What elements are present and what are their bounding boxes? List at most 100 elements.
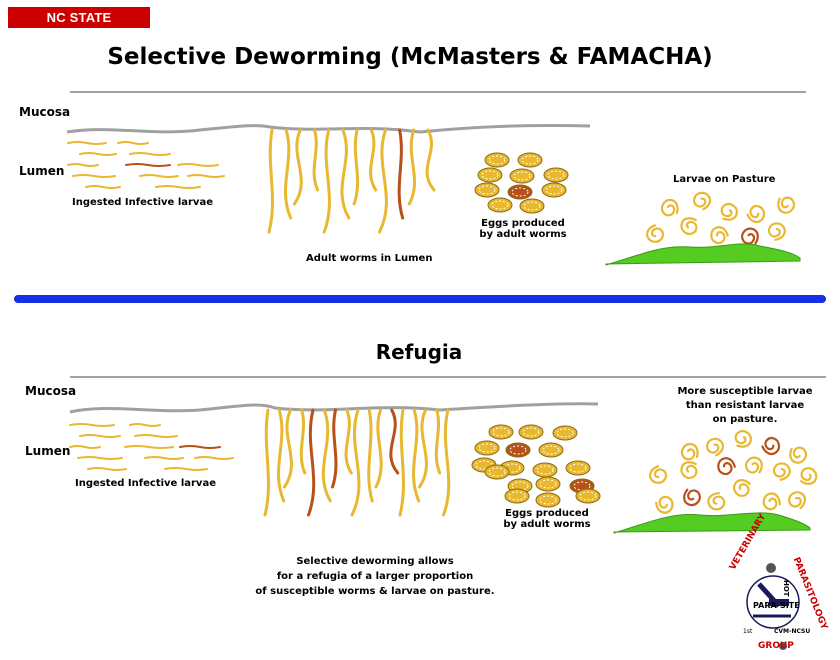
- adult-worm: [350, 408, 361, 517]
- egg: [474, 440, 500, 456]
- larva: [79, 434, 121, 438]
- larva: [179, 445, 221, 449]
- adult-worm: [352, 128, 360, 206]
- pasture-larva: [797, 465, 820, 488]
- bottom-ingested-label: Ingested Infective larvae: [75, 478, 216, 489]
- adult-worm: [344, 408, 353, 475]
- egg-morula: [478, 185, 496, 195]
- adult-worm: [407, 128, 417, 206]
- egg-morula: [475, 460, 493, 470]
- bottom-ingested-larvae: [69, 423, 234, 471]
- adult-worm: [418, 408, 428, 489]
- top-pasture-larvae: [643, 188, 796, 247]
- egg-morula: [547, 170, 565, 180]
- bottom-eggs: [471, 424, 601, 508]
- top-mucosa-line: [66, 123, 591, 134]
- egg: [484, 152, 510, 168]
- adult-worm: [292, 128, 303, 206]
- adult-worm: [425, 128, 436, 192]
- larva: [85, 185, 121, 189]
- adult-worm: [283, 128, 293, 220]
- pasture-larva: [765, 219, 789, 243]
- egg: [487, 197, 513, 213]
- pasture-larva: [678, 215, 700, 237]
- egg-morula: [542, 445, 560, 455]
- adult-worm: [331, 408, 338, 489]
- pasture-larva: [680, 486, 704, 509]
- egg: [535, 476, 561, 492]
- top-ingested-label: Ingested Infective larvae: [72, 197, 213, 208]
- bottom-mucosa-label: Mucosa: [25, 384, 77, 398]
- larva: [144, 456, 184, 460]
- pasture-larva: [643, 222, 667, 247]
- egg-morula: [513, 171, 531, 181]
- larva: [164, 467, 208, 471]
- adult-worm: [369, 128, 378, 192]
- adult-worm: [283, 408, 293, 489]
- larva: [77, 456, 123, 460]
- egg-morula: [492, 427, 510, 437]
- egg-morula: [522, 427, 540, 437]
- bottom-caption: Selective deworming allows for a refugia…: [240, 554, 510, 599]
- egg: [505, 442, 531, 458]
- pasture-larva: [690, 188, 715, 213]
- adult-worm: [263, 408, 270, 517]
- egg: [477, 167, 503, 183]
- egg-morula: [488, 467, 506, 477]
- egg-morula: [478, 443, 496, 453]
- egg: [575, 488, 601, 504]
- larva: [177, 163, 219, 167]
- egg-morula: [536, 465, 554, 475]
- bottom-pasture-larvae: [646, 429, 820, 517]
- pasture-larva: [660, 198, 679, 217]
- larva: [129, 423, 161, 427]
- adult-worm: [312, 128, 320, 192]
- adult-worm: [442, 408, 451, 517]
- pasture-larva: [785, 488, 810, 512]
- top-title: Selective Deworming (McMasters & FAMACHA…: [107, 44, 713, 70]
- top-eggs: [474, 152, 569, 214]
- adult-worm: [389, 408, 400, 475]
- bottom-lumen-label: Lumen: [25, 444, 71, 458]
- egg-morula: [481, 170, 499, 180]
- egg-morula: [511, 187, 529, 197]
- egg-morula: [521, 155, 539, 165]
- larva: [67, 163, 99, 167]
- top-eggs-line1: Eggs produced: [481, 218, 565, 229]
- egg-morula: [509, 445, 527, 455]
- bottom-eggs-label: Eggs produced by adult worms: [492, 508, 602, 530]
- bottom-pasture-line3: on pasture.: [712, 414, 778, 425]
- top-mucosa-label: Mucosa: [19, 105, 71, 119]
- pasture-larva: [653, 493, 677, 517]
- larva: [79, 152, 117, 156]
- adult-worm: [299, 408, 307, 475]
- top-pasture: [605, 243, 801, 266]
- adult-worm: [267, 128, 274, 234]
- adult-worm: [374, 408, 383, 489]
- bottom-adult-worms: [263, 408, 451, 517]
- egg-morula: [539, 495, 557, 505]
- larva: [124, 445, 174, 449]
- pasture-larva: [680, 442, 699, 461]
- egg-morula: [539, 479, 557, 489]
- larva: [69, 423, 115, 427]
- larva: [129, 152, 171, 156]
- bottom-caption-line1: Selective deworming allows: [296, 556, 454, 567]
- larva: [194, 456, 234, 460]
- pasture-larva: [743, 454, 765, 476]
- egg-morula: [508, 491, 526, 501]
- pasture-larva: [759, 434, 784, 459]
- larva: [117, 141, 149, 145]
- seal-text-para: PARA: [753, 601, 777, 610]
- bottom-eggs-line1: Eggs produced: [505, 508, 589, 519]
- egg: [538, 442, 564, 458]
- bottom-eggs-line2: by adult worms: [503, 519, 591, 530]
- pasture-larva: [730, 476, 754, 500]
- pasture-larva: [703, 434, 728, 459]
- egg-morula: [556, 428, 574, 438]
- pasture-larva: [646, 463, 670, 488]
- pasture-larva: [788, 445, 808, 465]
- top-adult-worms-label: Adult worms in Lumen: [306, 253, 433, 264]
- pasture-larva: [733, 429, 753, 449]
